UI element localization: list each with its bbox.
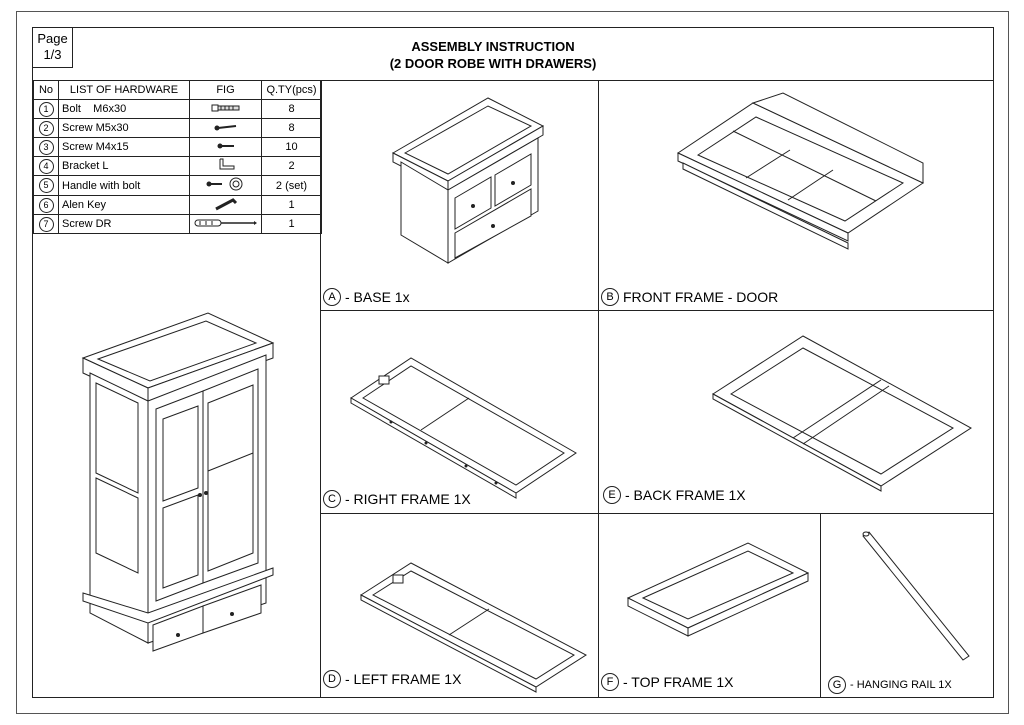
page-indicator: Page 1/3 <box>33 28 73 68</box>
row-divider-2 <box>320 513 993 514</box>
part-text-b: FRONT FRAME - DOOR <box>623 289 779 305</box>
item-number: 3 <box>38 139 54 155</box>
sheet-border <box>16 11 1009 714</box>
page-label: Page <box>37 31 68 46</box>
item-number: 1 <box>38 101 54 117</box>
row-divider-1 <box>320 310 993 311</box>
base-part-illustration <box>393 98 573 268</box>
table-row: 1 Bolt M6x30 8 <box>33 99 322 119</box>
item-number: 2 <box>38 120 54 136</box>
header-divider <box>33 80 993 81</box>
hardware-table: No LIST OF HARDWARE FIG Q.TY(pcs) 1 Bolt… <box>33 80 322 234</box>
table-row: 6 Alen Key 1 <box>33 195 322 215</box>
top-frame-illustration <box>628 543 813 638</box>
back-frame-illustration <box>713 336 973 491</box>
page-number: 1/3 <box>43 47 62 62</box>
title-line-1: ASSEMBLY INSTRUCTION <box>411 39 575 54</box>
part-label-a: A - BASE 1x <box>323 288 410 306</box>
table-row: 2 Screw M5x30 8 <box>33 118 322 138</box>
item-name: Bracket L <box>58 156 190 176</box>
screw-icon <box>214 123 238 131</box>
part-letter-b: B <box>601 288 619 306</box>
item-name: Alen Key <box>58 195 190 215</box>
item-number: 4 <box>38 158 54 174</box>
part-text-e: - BACK FRAME 1X <box>625 487 746 503</box>
column-divider-3 <box>820 513 821 698</box>
right-frame-illustration <box>351 358 581 498</box>
item-qty: 2 <box>261 156 322 176</box>
bracket-icon <box>216 158 236 172</box>
part-letter-g: G <box>828 676 846 694</box>
item-number: 7 <box>38 216 54 232</box>
bolt-icon <box>211 103 241 113</box>
part-label-e: E - BACK FRAME 1X <box>603 486 746 504</box>
part-letter-e: E <box>603 486 621 504</box>
part-letter-a: A <box>323 288 341 306</box>
part-text-g: - HANGING RAIL 1X <box>850 679 952 691</box>
part-label-f: F - TOP FRAME 1X <box>601 673 733 691</box>
header-qty: Q.TY(pcs) <box>261 80 322 100</box>
part-text-a: - BASE 1x <box>345 289 410 305</box>
title-line-2: (2 DOOR ROBE WITH DRAWERS) <box>389 56 597 71</box>
handle-icon <box>206 176 246 192</box>
item-name: Bolt M6x30 <box>58 99 190 119</box>
part-text-f: - TOP FRAME 1X <box>623 674 734 690</box>
header-no: No <box>33 80 59 100</box>
item-qty: 1 <box>261 195 322 215</box>
part-letter-f: F <box>601 673 619 691</box>
assembled-wardrobe-illustration <box>78 313 278 653</box>
allen-key-icon <box>213 197 239 211</box>
item-name: Screw DR <box>58 214 190 234</box>
part-label-b: B FRONT FRAME - DOOR <box>601 288 778 306</box>
hanging-rail-illustration <box>855 528 975 668</box>
header-fig: FIG <box>189 80 262 100</box>
header-list: LIST OF HARDWARE <box>58 80 190 100</box>
column-divider-1 <box>320 80 321 698</box>
page-title: ASSEMBLY INSTRUCTION (2 DOOR ROBE WITH D… <box>333 38 653 72</box>
item-qty: 8 <box>261 99 322 119</box>
part-label-c: C - RIGHT FRAME 1X <box>323 490 471 508</box>
item-qty: 2 (set) <box>261 175 322 196</box>
table-header-row: No LIST OF HARDWARE FIG Q.TY(pcs) <box>33 80 322 100</box>
part-letter-d: D <box>323 670 341 688</box>
item-number: 5 <box>38 178 54 193</box>
column-divider-2 <box>598 80 599 698</box>
table-row: 3 Screw M4x15 10 <box>33 137 322 157</box>
item-qty: 10 <box>261 137 322 157</box>
table-row: 5 Handle with bolt 2 (set) <box>33 175 322 196</box>
part-text-d: - LEFT FRAME 1X <box>345 671 462 687</box>
item-name: Handle with bolt <box>58 175 190 196</box>
item-name: Screw M5x30 <box>58 118 190 138</box>
table-row: 7 Screw DR 1 <box>33 214 322 234</box>
item-qty: 8 <box>261 118 322 138</box>
short-screw-icon <box>217 143 236 149</box>
item-qty: 1 <box>261 214 322 234</box>
front-frame-door-illustration <box>678 93 928 253</box>
item-number: 6 <box>38 197 54 213</box>
part-letter-c: C <box>323 490 341 508</box>
left-frame-illustration <box>361 563 591 693</box>
part-label-g: G - HANGING RAIL 1X <box>828 676 952 694</box>
instruction-frame: Page 1/3 ASSEMBLY INSTRUCTION (2 DOOR RO… <box>32 27 994 698</box>
table-row: 4 Bracket L 2 <box>33 156 322 176</box>
item-name: Screw M4x15 <box>58 137 190 157</box>
part-text-c: - RIGHT FRAME 1X <box>345 491 471 507</box>
part-label-d: D - LEFT FRAME 1X <box>323 670 461 688</box>
screwdriver-icon <box>194 218 257 228</box>
